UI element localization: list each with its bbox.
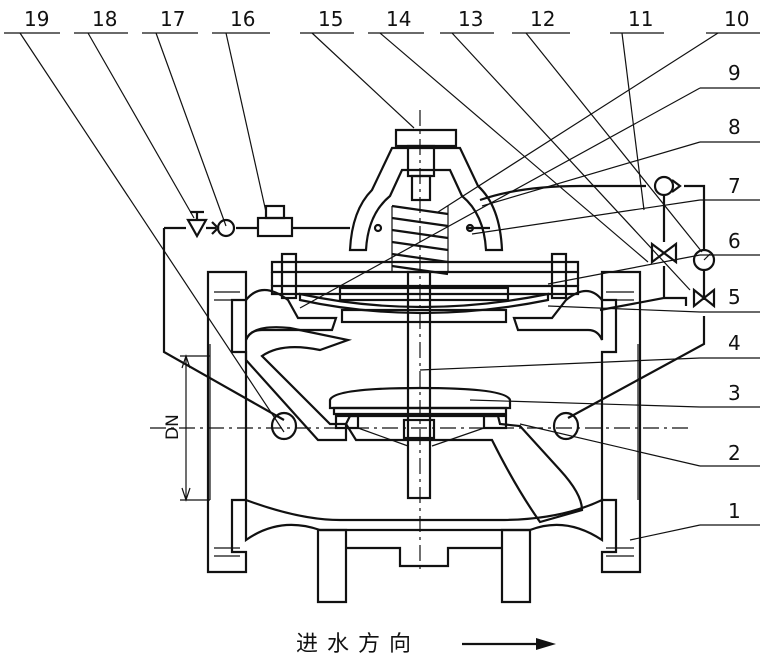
inlet-tap-icon xyxy=(270,411,298,441)
part-label-2: 2 xyxy=(728,441,741,465)
part-label-7: 7 xyxy=(728,174,741,198)
needle-valve-icon xyxy=(256,216,294,238)
flow-direction-caption: 进水方向 xyxy=(296,632,421,657)
valve-bonnet xyxy=(270,146,580,324)
ball-valve-icon xyxy=(692,287,716,309)
part-label-18: 18 xyxy=(92,7,117,31)
part-label-11: 11 xyxy=(628,7,653,31)
dn-label: DN xyxy=(163,414,183,440)
right-part-labels: 9 8 7 6 5 4 3 2 1 xyxy=(700,61,760,526)
part-label-14: 14 xyxy=(386,7,411,31)
part-label-13: 13 xyxy=(458,7,483,31)
part-label-9: 9 xyxy=(728,61,741,85)
centre-lines xyxy=(150,110,690,572)
part-label-3: 3 xyxy=(728,381,741,405)
part-label-12: 12 xyxy=(530,7,555,31)
pressure-gauge-icon xyxy=(692,248,716,272)
top-part-labels: 19 18 17 16 15 14 13 12 11 10 xyxy=(4,7,760,34)
part-label-6: 6 xyxy=(728,229,741,253)
control-pipework xyxy=(162,184,706,441)
part-label-17: 17 xyxy=(160,7,185,31)
part-label-5: 5 xyxy=(728,285,741,309)
strainer-icon xyxy=(186,218,208,239)
part-label-4: 4 xyxy=(728,331,741,355)
flow-arrow xyxy=(462,638,556,650)
check-valve-icon xyxy=(216,218,236,238)
check-valve-top-icon xyxy=(653,175,675,197)
part-label-10: 10 xyxy=(724,7,749,31)
part-label-8: 8 xyxy=(728,115,741,139)
part-label-1: 1 xyxy=(728,499,741,523)
pilot-valve-icon xyxy=(650,241,678,265)
dn-dimension: DN xyxy=(163,354,210,502)
outlet-tap-icon xyxy=(552,411,580,441)
pipe-fittings xyxy=(186,175,716,309)
part-label-15: 15 xyxy=(318,7,343,31)
valve-body xyxy=(206,270,642,604)
part-label-19: 19 xyxy=(24,7,49,31)
arrow-right-icon xyxy=(536,638,556,650)
part-label-16: 16 xyxy=(230,7,255,31)
